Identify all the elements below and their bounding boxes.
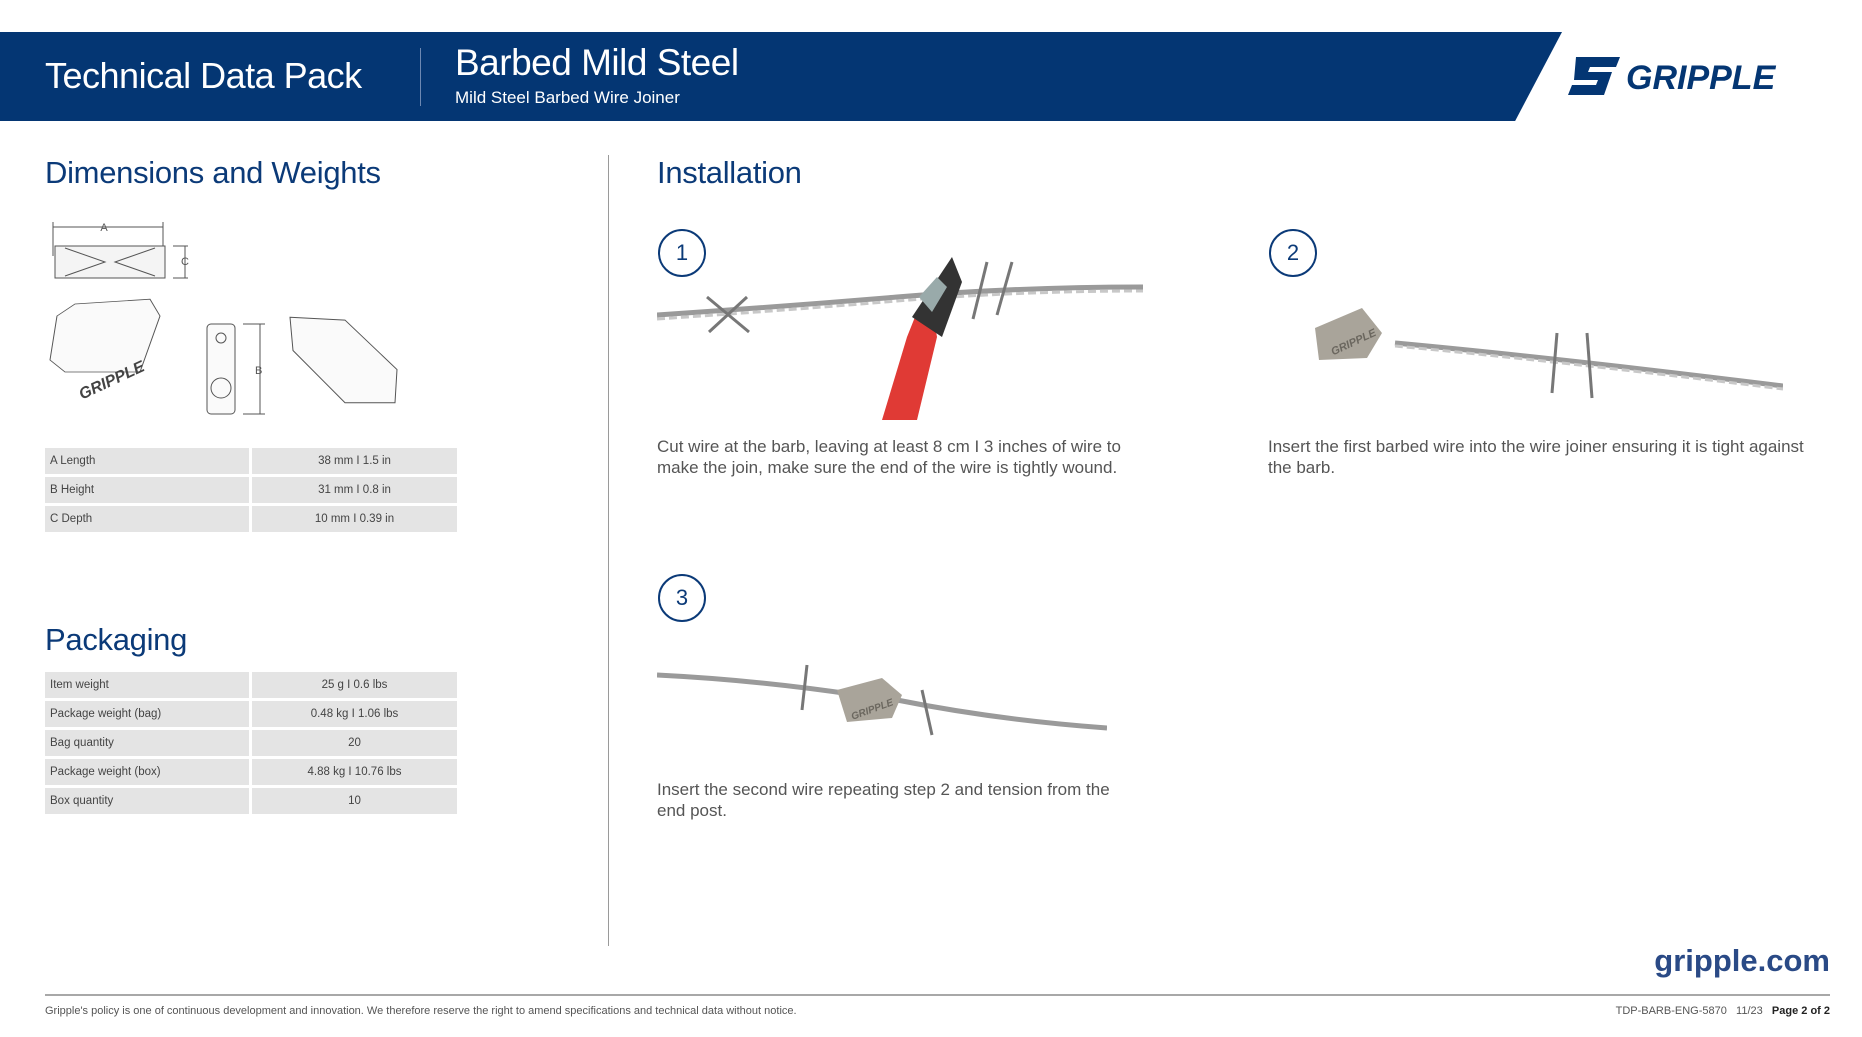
doc-code: TDP-BARB-ENG-5870 (1615, 1005, 1727, 1017)
step-2-image-insert-wire: GRIPPLE (1315, 308, 1783, 399)
website-link[interactable]: gripple.com (1654, 943, 1830, 978)
footer-divider (45, 994, 1830, 996)
dimensions-heading: Dimensions and Weights (45, 155, 381, 190)
step-number-3: 3 (658, 574, 706, 622)
footer-disclaimer: Gripple's policy is one of continuous de… (45, 1005, 797, 1017)
row-label: Bag quantity (45, 730, 249, 756)
row-label: A Length (45, 448, 249, 474)
step-number-2: 2 (1269, 229, 1317, 277)
row-value: 20 (252, 730, 457, 756)
doc-date: 11/23 (1736, 1005, 1763, 1017)
svg-text:GRIPPLE: GRIPPLE (1626, 59, 1777, 97)
row-label: Box quantity (45, 788, 249, 814)
label-a: A (100, 222, 108, 234)
label-c: C (181, 256, 189, 268)
row-value: 10 (252, 788, 457, 814)
table-row: Package weight (bag)0.48 kg I 1.06 lbs (45, 701, 457, 727)
packaging-heading: Packaging (45, 622, 188, 657)
label-b: B (255, 365, 262, 377)
header-band (0, 32, 1562, 121)
row-label: Item weight (45, 672, 249, 698)
step-3-text: Insert the second wire repeating step 2 … (657, 780, 1110, 820)
row-value: 0.48 kg I 1.06 lbs (252, 701, 457, 727)
doc-type-title: Technical Data Pack (45, 55, 362, 96)
row-label: Package weight (bag) (45, 701, 249, 727)
row-value: 10 mm I 0.39 in (252, 506, 457, 532)
gripple-logo: GRIPPLE (1568, 57, 1777, 97)
row-value: 4.88 kg I 10.76 lbs (252, 759, 457, 785)
product-title: Barbed Mild Steel (455, 42, 739, 83)
step-2-text: Insert the first barbed wire into the wi… (1268, 437, 1804, 477)
page-number: Page 2 of 2 (1771, 1005, 1830, 1017)
row-label: C Depth (45, 506, 249, 532)
footer-meta: TDP-BARB-ENG-5870 11/23 Page 2 of 2 (1616, 1005, 1830, 1017)
row-label: Package weight (box) (45, 759, 249, 785)
step-number-1: 1 (658, 229, 706, 277)
column-divider (608, 155, 609, 946)
row-value: 25 g I 0.6 lbs (252, 672, 457, 698)
product-dimension-diagram: A C B GRIPPLE (49, 222, 398, 415)
installation-heading: Installation (657, 155, 802, 190)
row-value: 31 mm I 0.8 in (252, 477, 457, 503)
header-divider (420, 48, 421, 106)
row-value: 38 mm I 1.5 in (252, 448, 457, 474)
step-3-image-joined-wire: GRIPPLE (657, 664, 1107, 736)
step-1-image-cut-wire (657, 257, 1143, 420)
product-subtitle: Mild Steel Barbed Wire Joiner (455, 88, 680, 107)
step-1-text: Cut wire at the barb, leaving at least 8… (657, 437, 1121, 477)
table-row: Package weight (box)4.88 kg I 10.76 lbs (45, 759, 457, 785)
row-label: B Height (45, 477, 249, 503)
